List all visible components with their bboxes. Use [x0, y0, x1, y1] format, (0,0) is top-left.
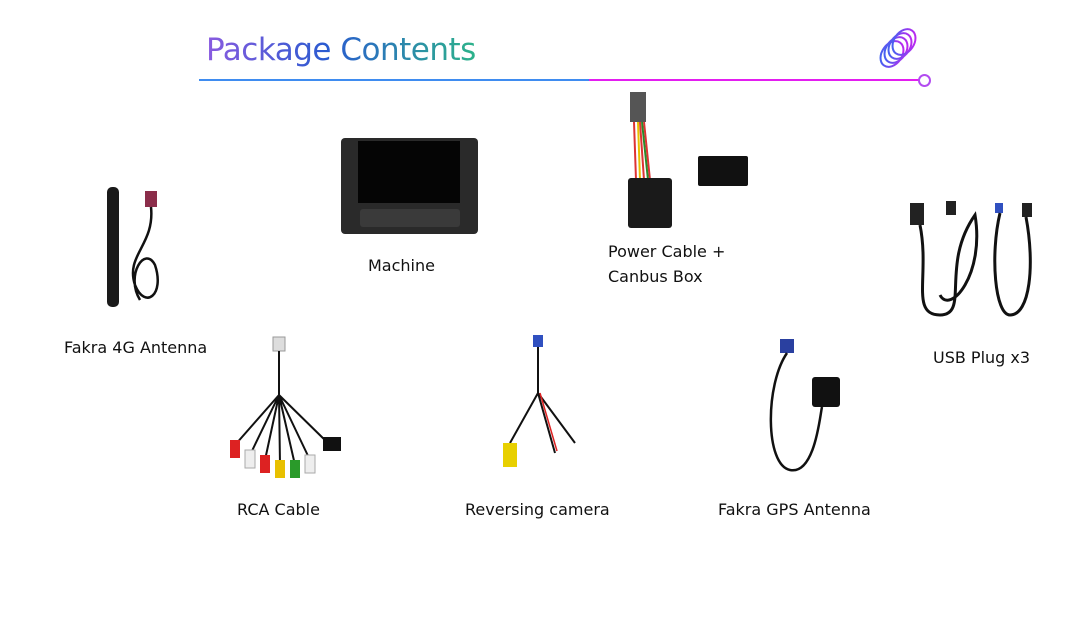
- machine-image: [341, 138, 478, 234]
- item-label-fakra-gps-antenna: Fakra GPS Antenna: [718, 500, 871, 519]
- fakra-4g-antenna-image: [107, 187, 159, 307]
- usb-plug-image: [910, 201, 1032, 317]
- title-underline-magenta: [589, 79, 919, 81]
- item-label-canbus-box: Canbus Box: [608, 267, 703, 286]
- item-label-power-cable: Power Cable +: [608, 242, 726, 261]
- brand-logo-icon: [879, 28, 917, 68]
- rca-cable-image: [230, 336, 341, 478]
- fakra-gps-antenna-image: [769, 339, 840, 472]
- reversing-camera-cable-image: [503, 335, 576, 467]
- page-title: Package Contents: [206, 32, 476, 68]
- item-label-fakra-4g-antenna: Fakra 4G Antenna: [64, 338, 208, 357]
- title-underline-blue: [199, 79, 589, 81]
- item-label-machine: Machine: [368, 256, 435, 275]
- power-cable-canbus-image: [628, 92, 748, 228]
- item-label-usb-plug: USB Plug x3: [933, 348, 1031, 367]
- item-label-reversing-camera: Reversing camera: [465, 500, 610, 519]
- underline-end-dot: [918, 74, 931, 87]
- item-label-rca-cable: RCA Cable: [237, 500, 320, 519]
